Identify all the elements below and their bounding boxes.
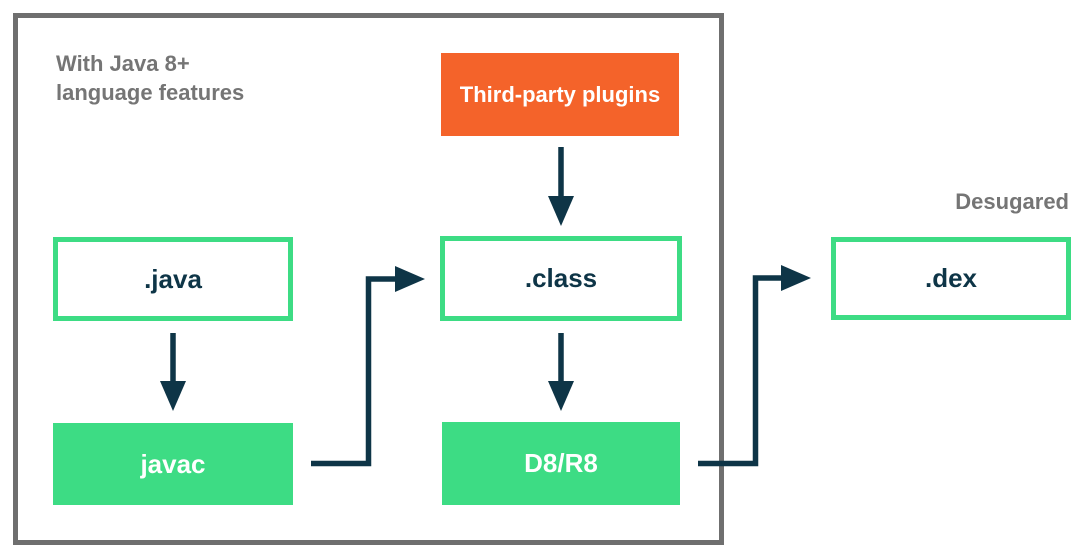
node-d8r8-compiler-label: D8/R8 (524, 448, 598, 478)
node-dex-file-label: .dex (924, 263, 978, 293)
node-java-file-label: .java (144, 263, 202, 294)
node-java-file: .java (53, 237, 293, 321)
java8-note-line2: language features (56, 80, 245, 105)
node-dex-file: .dex (831, 237, 1071, 320)
node-d8r8-compiler: D8/R8 (442, 422, 680, 505)
java8-note-line1: With Java 8+ (56, 51, 190, 76)
java8-note: With Java 8+ language features (56, 49, 244, 107)
node-third-party-plugins-label: Third-party plugins (459, 81, 661, 107)
node-class-file: .class (440, 236, 682, 321)
desugared-label: Desugared (955, 189, 1069, 214)
node-javac-compiler: javac (53, 423, 293, 505)
node-class-file-label: .class (524, 263, 598, 293)
node-javac-compiler-label: javac (140, 448, 206, 479)
node-third-party-plugins: Third-party plugins (441, 53, 679, 136)
